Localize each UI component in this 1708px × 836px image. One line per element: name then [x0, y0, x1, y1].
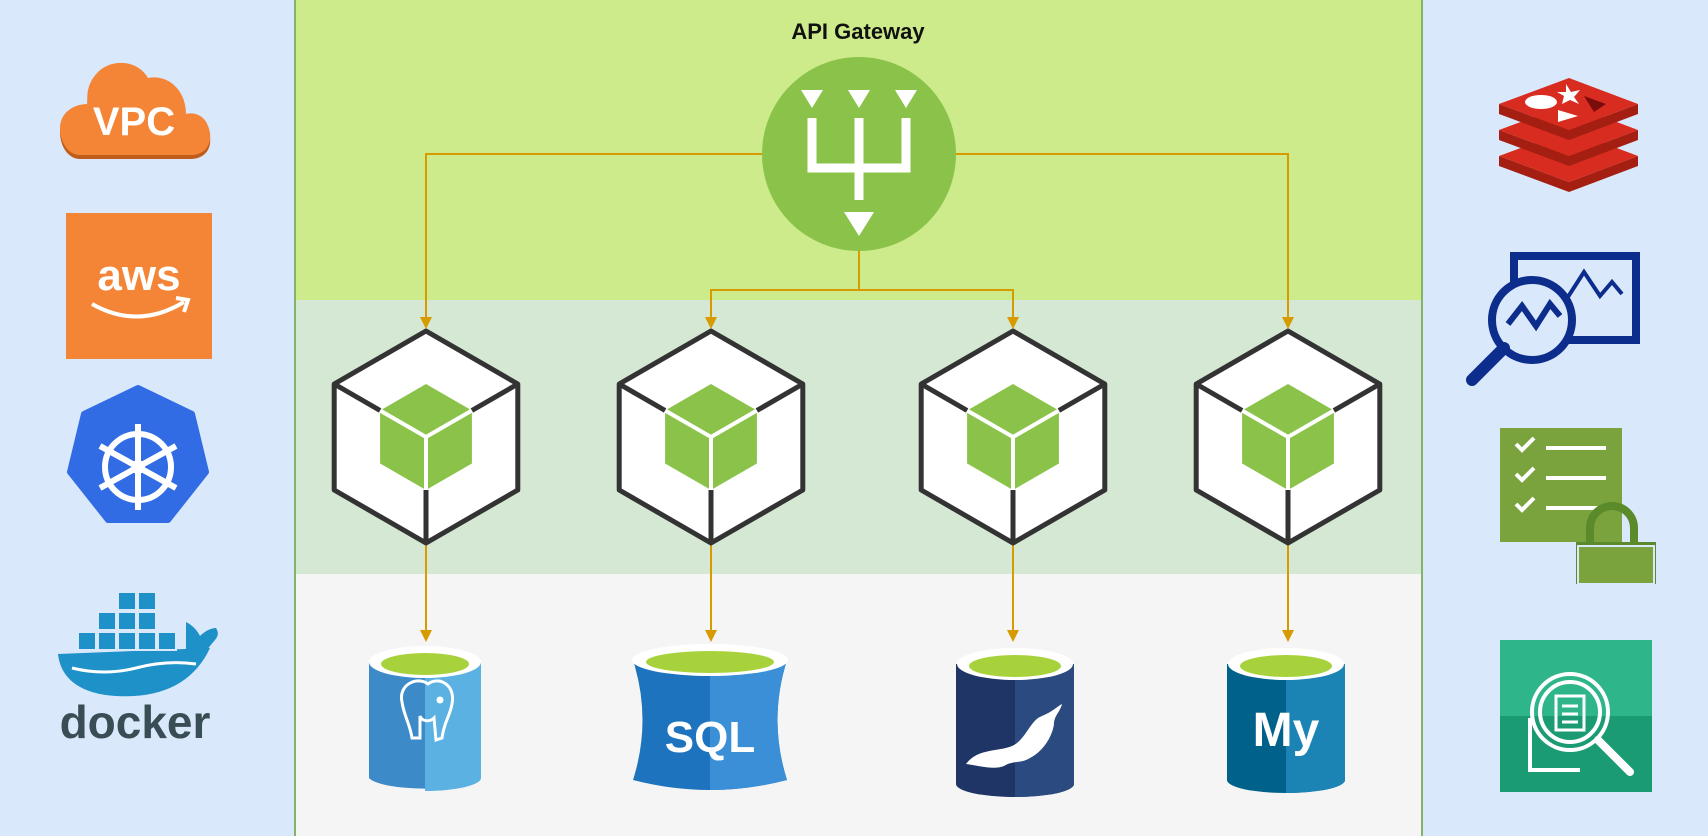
aws-smile-icon [91, 300, 186, 319]
mysql-db: My [1227, 648, 1345, 793]
postgresql-db [369, 646, 482, 791]
api-gateway-icon [762, 57, 956, 251]
service-frame-links [1194, 381, 1382, 543]
docker-logo: docker [58, 591, 218, 748]
gateway-title: API Gateway [791, 19, 925, 44]
mariadb-db [956, 648, 1074, 797]
microservice-cube-icon [966, 384, 1060, 490]
mysql-label: My [1253, 704, 1320, 757]
monitoring-icon [1466, 252, 1640, 386]
sql-label: SQL [665, 713, 755, 762]
mariadb-seal-icon [966, 704, 1062, 768]
secure-checklist-icon [1500, 428, 1656, 585]
docker-label: docker [60, 696, 211, 748]
aws-logo: aws [66, 213, 212, 359]
service-frame-links [617, 381, 805, 543]
postgresql-elephant-icon [400, 679, 455, 743]
connector-gateway-service-2 [705, 250, 860, 329]
service-2 [616, 328, 806, 546]
microservice-cube-icon [664, 384, 758, 490]
docker-whale-icon [58, 591, 218, 697]
service-3 [918, 328, 1108, 546]
redis-icon [1499, 78, 1638, 192]
microservice-cube-icon [1241, 384, 1335, 490]
padlock-icon [1577, 502, 1655, 585]
service-frame-links [919, 381, 1107, 543]
connectors [420, 153, 1294, 642]
connector-gateway-service-4 [956, 153, 1294, 329]
services [331, 328, 1383, 546]
vpc-label: VPC [93, 100, 175, 144]
service-frame-links [332, 381, 520, 543]
vpc-cloud-logo: VPC [60, 62, 211, 159]
connector-gateway-service-3 [859, 289, 1019, 329]
sql-server-db: SQL [632, 644, 788, 790]
service-1 [331, 328, 521, 546]
search-document-icon [1500, 640, 1652, 792]
kubernetes-logo [67, 385, 209, 523]
connector-gateway-service-1 [420, 153, 762, 329]
aws-label: aws [97, 251, 180, 300]
microservice-cube-icon [379, 384, 473, 490]
service-4 [1193, 328, 1383, 546]
